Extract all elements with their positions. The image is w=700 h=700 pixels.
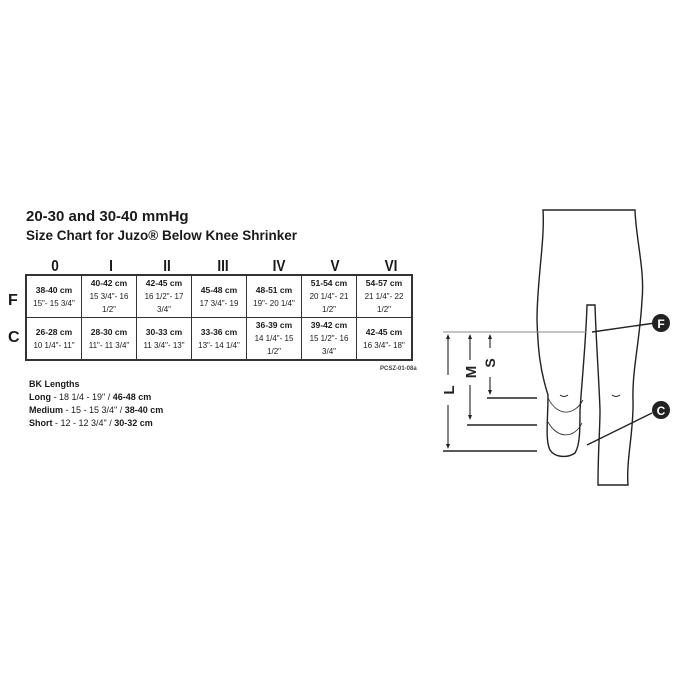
cell-inch: 21 1/4"- 22 1/2": [364, 292, 404, 314]
cell-inch: 15 1/2"- 16 3/4": [309, 334, 349, 356]
cell-inch: 10 1/4"- 11": [33, 340, 75, 350]
table-cell: 54-57 cm 21 1/4"- 22 1/2": [356, 274, 413, 318]
cell-inch: 17 3/4"- 19: [199, 298, 239, 308]
column-header: I: [109, 258, 113, 275]
bk-cm: 38-40 cm: [124, 405, 164, 415]
bk-inch: - 18 1/4 - 19" /: [51, 392, 113, 402]
cell-cm: 45-48 cm: [200, 284, 238, 295]
bk-name: Short: [29, 418, 53, 428]
bk-lengths: BK Lengths Long - 18 1/4 - 19" / 46-48 c…: [29, 378, 163, 430]
column-header: V: [330, 258, 340, 275]
cell-cm: 40-42 cm: [90, 278, 128, 288]
bk-length-item: Long - 18 1/4 - 19" / 46-48 cm: [29, 391, 163, 404]
column-header: 0: [51, 258, 59, 275]
bk-cm: 46-48 cm: [112, 392, 152, 402]
cell-cm: 30-33 cm: [145, 326, 183, 337]
cell-inch: 11 3/4"- 13": [143, 340, 185, 350]
label-c: C: [657, 404, 666, 418]
bk-inch: - 15 - 15 3/4" /: [63, 405, 125, 415]
chart-code: PCSZ-01-08a: [380, 366, 417, 372]
bk-length-item: Short - 12 - 12 3/4" / 30-32 cm: [29, 417, 163, 430]
cell-inch: 15 3/4"- 16 1/2": [89, 292, 129, 314]
cell-cm: 38-40 cm: [35, 284, 73, 295]
row-label-c: C: [8, 329, 20, 346]
cell-cm: 48-51 cm: [255, 284, 293, 295]
cell-cm: 42-45 cm: [365, 326, 403, 337]
cell-cm: 42-45 cm: [145, 278, 183, 288]
table-cell: 39-42 cm 15 1/2"- 16 3/4": [301, 317, 357, 361]
table-cell: 45-48 cm 17 3/4"- 19: [191, 274, 247, 318]
bk-inch: - 12 - 12 3/4" /: [52, 418, 115, 428]
bk-cm: 30-32 cm: [114, 418, 153, 428]
cell-cm: 26-28 cm: [35, 326, 73, 337]
label-m: M: [463, 366, 480, 379]
bk-heading: BK Lengths: [29, 379, 80, 389]
cell-cm: 39-42 cm: [310, 320, 348, 330]
chart-title: 20-30 and 30-40 mmHg: [26, 208, 189, 225]
table-cell: 42-45 cm 16 3/4"- 18": [356, 317, 413, 361]
label-l: L: [441, 385, 458, 394]
cell-inch: 19"- 20 1/4": [253, 298, 295, 308]
cell-cm: 36-39 cm: [255, 320, 293, 330]
table-cell: 30-33 cm 11 3/4"- 13": [136, 317, 192, 361]
cell-inch: 14 1/4"- 15 1/2": [254, 334, 294, 356]
cell-cm: 54-57 cm: [365, 278, 403, 288]
column-header: IV: [272, 258, 286, 275]
cell-inch: 16 3/4"- 18": [363, 340, 405, 350]
leg-outline: [536, 209, 644, 486]
table-cell: 36-39 cm 14 1/4"- 15 1/2": [246, 317, 302, 361]
table-cell: 48-51 cm 19"- 20 1/4": [246, 274, 302, 318]
label-f: F: [657, 317, 664, 331]
bk-length-item: Medium - 15 - 15 3/4" / 38-40 cm: [29, 404, 163, 417]
table-cell: 42-45 cm 16 1/2"- 17 3/4": [136, 274, 192, 318]
cell-inch: 20 1/4"- 21 1/2": [309, 292, 349, 314]
size-table: 38-40 cm 15"- 15 3/4" 40-42 cm 15 3/4"- 16 …: [25, 274, 413, 361]
cell-cm: 33-36 cm: [200, 326, 238, 337]
row-label-f: F: [8, 292, 18, 309]
cell-cm: 28-30 cm: [90, 326, 128, 337]
cell-inch: 16 1/2"- 17 3/4": [144, 292, 184, 314]
column-header: III: [217, 258, 229, 275]
cell-inch: 13"- 14 1/4": [198, 340, 240, 350]
bk-name: Long: [29, 392, 51, 402]
column-header: II: [163, 258, 171, 275]
cell-cm: 51-54 cm: [310, 278, 348, 288]
table-cell: 33-36 cm 13"- 14 1/4": [191, 317, 247, 361]
column-header: VI: [384, 258, 398, 275]
bk-name: Medium: [29, 405, 64, 415]
f-marker: [652, 314, 670, 332]
table-cell: 51-54 cm 20 1/4"- 21 1/2": [301, 274, 357, 318]
table-row: 38-40 cm 15"- 15 3/4" 40-42 cm 15 3/4"- 16 …: [25, 274, 413, 318]
label-s: S: [482, 358, 498, 367]
table-cell: 40-42 cm 15 3/4"- 16 1/2": [81, 274, 137, 318]
cell-inch: 11"- 11 3/4": [88, 340, 130, 350]
chart-subtitle: Size Chart for Juzo® Below Knee Shrinker: [26, 228, 298, 243]
cell-inch: 15"- 15 3/4": [33, 298, 75, 308]
c-marker: [652, 401, 670, 419]
table-row: 26-28 cm 10 1/4"- 11" 28-30 cm 11"- 11 3/4"…: [25, 317, 413, 361]
table-cell: 26-28 cm 10 1/4"- 11": [25, 317, 82, 361]
